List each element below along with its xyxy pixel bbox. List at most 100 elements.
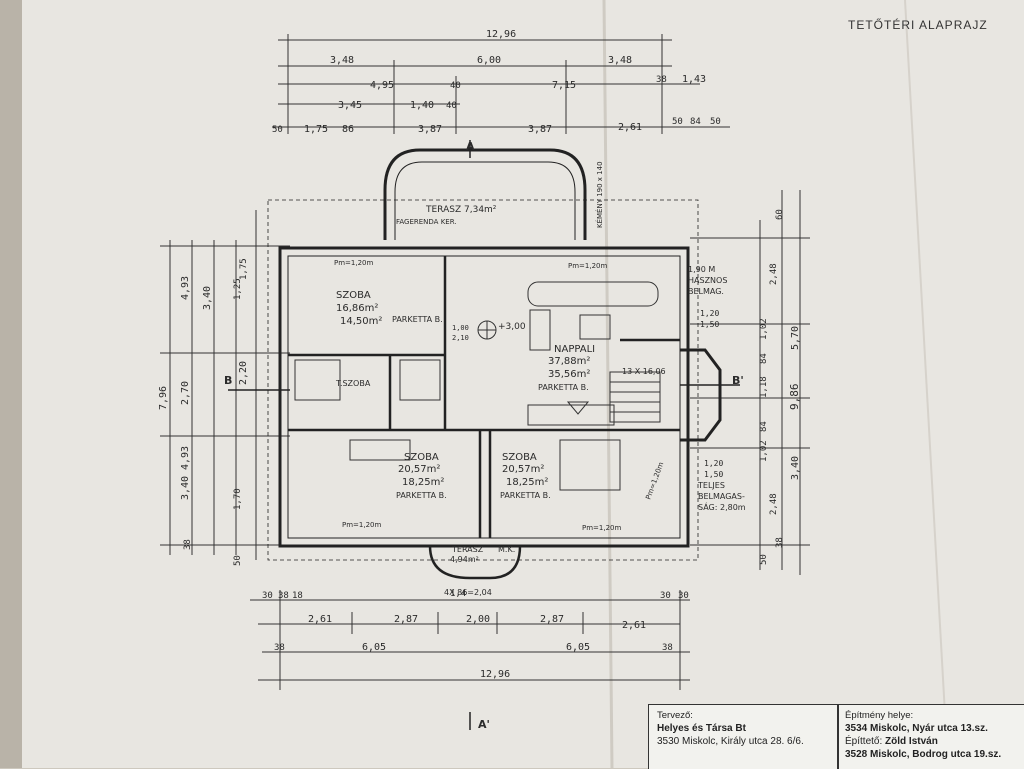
dim-top-p: 3,87 <box>528 124 552 135</box>
dim-top-m: 1,75 <box>304 124 328 135</box>
stairs-label: 13 X 16,06 <box>622 367 666 376</box>
dim-bot-j: 2,87 <box>540 614 564 625</box>
dim-bot-b: 38 <box>278 591 289 601</box>
dim-bot-d: 1,4 <box>450 589 466 599</box>
dim-bot-l: 38 <box>274 643 285 653</box>
dim-left-d: 2,70 <box>180 381 191 405</box>
dim-left-g: 1,75 <box>239 258 249 280</box>
dim-left-f: 2,20 <box>238 361 249 385</box>
dim-right-k: 38 <box>775 537 785 548</box>
designer-block: Tervező: Helyes és Társa Bt 3530 Miskolc… <box>657 709 827 748</box>
dim-top-a: 3,48 <box>330 55 354 66</box>
dim-top-t: 50 <box>710 117 721 127</box>
room-name: TERASZ <box>425 205 461 215</box>
dim-bot-i: 2,00 <box>466 614 490 625</box>
dim-right-d: 2,48 <box>769 493 779 515</box>
fold-line <box>602 0 614 768</box>
dim-top-g: 38 <box>656 75 667 85</box>
room-net: 18,25m² <box>506 477 548 488</box>
dim-bot-o: 38 <box>662 643 673 653</box>
dim-right-l: 50 <box>759 554 769 565</box>
right-dimension-lines <box>690 190 810 575</box>
room-area: 37,88m² <box>548 356 590 367</box>
dim-top-i: 3,45 <box>338 100 362 111</box>
dim-bot-g: 2,61 <box>308 614 332 625</box>
site-block: Építmény helye: 3534 Miskolc, Nyár utca … <box>845 709 1023 761</box>
stair-window-label: 4X 86=2,04 <box>444 588 492 597</box>
room-note: M.K. <box>498 545 515 554</box>
dim-right-j: 60 <box>775 209 785 220</box>
dim-right-h: 1,18 <box>759 376 769 398</box>
room-name: TERASZ <box>451 545 484 554</box>
room-area: 20,57m² <box>502 464 544 475</box>
paper-edge <box>0 0 22 768</box>
dim-top-q: 2,61 <box>618 122 642 133</box>
title-block-divider <box>837 705 839 769</box>
designer-name: Helyes és Társa Bt <box>657 723 746 734</box>
window-label: Pm=1,20m <box>334 259 373 267</box>
dim-left-total: 7,96 <box>158 386 169 410</box>
section-a-top: A <box>466 140 475 153</box>
room-net: 18,25m² <box>402 477 444 488</box>
room-name: SZOBA <box>336 290 371 301</box>
dim-right-total: 9,86 <box>788 384 801 411</box>
dim-left-e: 3,40 <box>180 476 191 500</box>
dim-right-g: 84 <box>759 353 769 364</box>
dim-right-f: 1,02 <box>759 440 769 462</box>
designer-address: 3530 Miskolc, Király utca 28. 6/6. <box>657 736 804 747</box>
door-dim-210: 2,10 <box>452 334 469 342</box>
paper <box>18 0 1024 768</box>
window-label: Pm=1,20m <box>582 524 621 532</box>
site-address: 3534 Miskolc, Nyár utca 13.sz. <box>845 723 988 734</box>
section-markers <box>228 140 740 730</box>
dim-bot-c: 18 <box>292 591 303 601</box>
dim-left-a: 4,93 <box>180 276 191 300</box>
outer-walls <box>267 148 722 580</box>
title-block: Tervező: Helyes és Társa Bt 3530 Miskolc… <box>648 704 1024 769</box>
chimney-label: KÉMÉNY 190 x 140 <box>595 161 604 228</box>
dim-top-k: 40 <box>446 101 457 111</box>
hasznos-line3: BELMAG. <box>688 287 724 296</box>
dim-top-o: 3,87 <box>418 124 442 135</box>
room-name: SZOBA <box>502 452 537 463</box>
dim-top-total: 12,96 <box>486 29 516 40</box>
top-dimension-lines <box>272 34 730 134</box>
room-name: SZOBA <box>404 452 439 463</box>
site-label: Építmény helye: <box>845 710 914 721</box>
room-area: 16,86m² <box>336 303 378 314</box>
dim-bot-a: 30 <box>262 591 273 601</box>
room-net: 14,50m² <box>340 316 382 327</box>
dim-bot-h: 2,87 <box>394 614 418 625</box>
teljes-line1: TELJES <box>697 481 725 490</box>
dim-top-s: 84 <box>690 117 701 127</box>
dim-left-b: 4,93 <box>180 446 191 470</box>
room-bedroom-2: SZOBA 20,57m² 18,25m² PARKETTA B. <box>396 452 447 500</box>
room-floor: PARKETTA B. <box>500 491 551 500</box>
room-area: 7,34m² <box>464 205 497 215</box>
dim-left-i: 1,25 <box>233 278 243 300</box>
dim-left-k: 38 <box>183 539 193 550</box>
dim-120: 1,20 <box>700 309 719 318</box>
dim-top-d: 4,95 <box>370 80 394 91</box>
dim-bot-total: 12,96 <box>480 669 510 680</box>
dim-150: 1,50 <box>700 320 719 329</box>
left-dimension-lines <box>160 210 290 560</box>
section-b-right: B' <box>732 374 744 387</box>
window-label: Pm=1,20m <box>342 521 381 529</box>
room-name: T.SZOBA <box>335 379 371 388</box>
fold-line-right <box>904 0 949 768</box>
dim-120b: 1,20 <box>704 459 723 468</box>
level-mark: +3,00 <box>498 322 526 332</box>
dim-bot-n: 6,05 <box>566 642 590 653</box>
dim-top-e: 40 <box>450 81 461 91</box>
room-bedroom-1: SZOBA 16,86m² 14,50m² PARKETTA B. <box>336 290 443 327</box>
builder-name: Zöld István <box>885 736 938 747</box>
room-terrace-bottom: TERASZ 4,94m² M.K. <box>450 545 515 564</box>
dim-left-j: 50 <box>233 555 243 566</box>
dim-bot-k: 2,61 <box>622 620 646 631</box>
dim-top-r: 50 <box>672 117 683 127</box>
room-floor: PARKETTA B. <box>396 491 447 500</box>
room-area: 4,94m² <box>450 555 479 564</box>
dim-right-c: 2,48 <box>769 263 779 285</box>
room-bedroom-3: SZOBA 20,57m² 18,25m² PARKETTA B. <box>500 452 551 500</box>
